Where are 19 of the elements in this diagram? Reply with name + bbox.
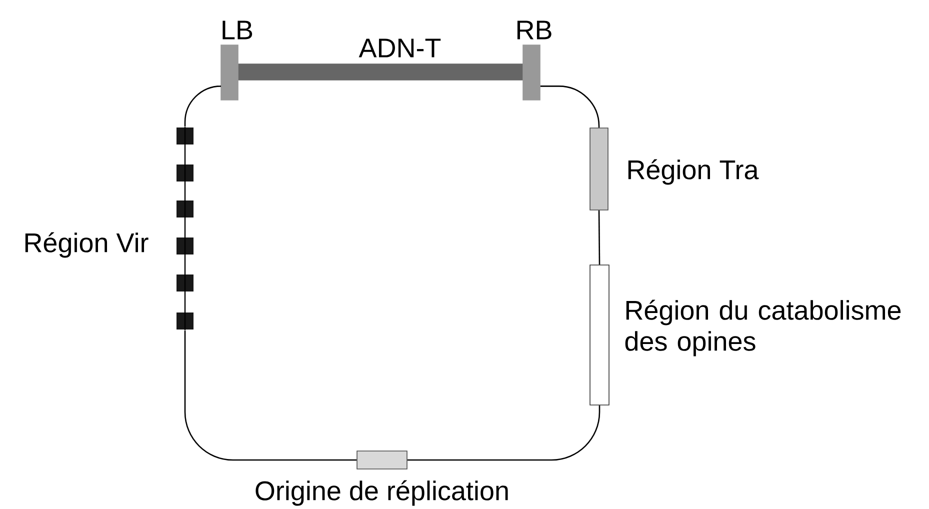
t-dna-bar <box>238 64 524 80</box>
region-box <box>590 128 608 210</box>
region-label: Région Tra <box>628 159 759 185</box>
plasmid-backbone <box>407 405 600 461</box>
bar-label: ADN-T <box>358 38 441 58</box>
plasmid-backbone <box>598 210 600 265</box>
marker-label: RB <box>517 20 552 40</box>
plasmid-backbone <box>184 330 357 461</box>
border-marker <box>220 44 238 100</box>
plasmid-backbone <box>540 86 600 128</box>
region-label: Origine de réplication <box>256 480 508 506</box>
region-label: Région Vir <box>25 232 148 258</box>
border-marker <box>522 44 540 100</box>
marker-label: LB <box>222 20 252 40</box>
region-box <box>590 264 610 406</box>
origin-box <box>356 450 408 470</box>
gene-block-column <box>176 127 194 330</box>
plasmid-backbone <box>184 86 222 127</box>
region-label: Région du catabolisme des opines <box>625 300 901 356</box>
